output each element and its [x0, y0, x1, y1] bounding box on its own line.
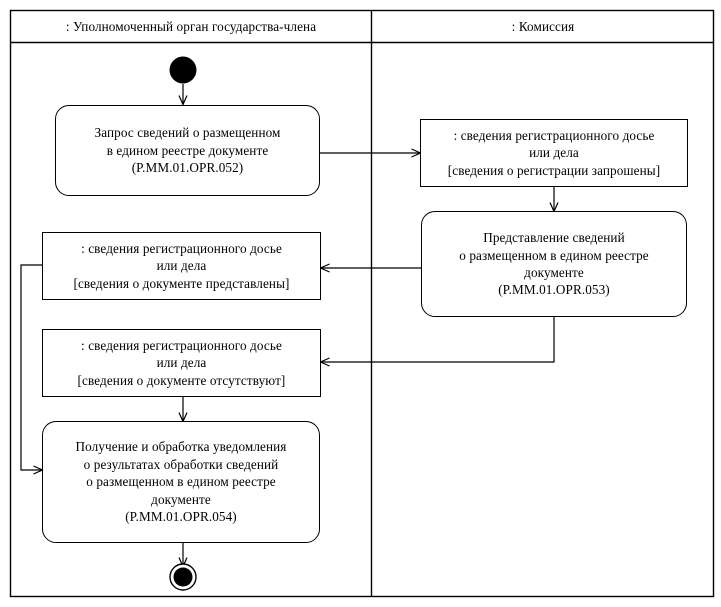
edge-provide-to-object-absent — [319, 316, 555, 367]
object-document-info-absent[interactable]: : сведения регистрационного досье или де… — [42, 329, 321, 397]
object-document-info-provided-label: : сведения регистрационного досье или де… — [73, 240, 290, 291]
lane-title-commission: : Комиссия — [372, 11, 714, 42]
object-document-info-provided[interactable]: : сведения регистрационного досье или де… — [42, 232, 321, 300]
initial-node — [169, 56, 197, 84]
final-node-core — [173, 567, 193, 587]
activity-provide-information-label: Представление сведений о размещенном в е… — [459, 230, 649, 298]
edge-object-provided-to-receive — [20, 264, 44, 475]
activity-provide-information[interactable]: Представление сведений о размещенном в е… — [421, 211, 687, 317]
activity-request-information[interactable]: Запрос сведений о размещенном в едином р… — [55, 105, 320, 196]
activity-receive-and-process-notification-label: Получение и обработка уведомления о резу… — [75, 439, 287, 525]
activity-request-information-label: Запрос сведений о размещенном в едином р… — [94, 125, 281, 176]
diagram-frame — [9, 9, 715, 598]
activity-receive-and-process-notification[interactable]: Получение и обработка уведомления о резу… — [42, 421, 320, 543]
lane-title-member-state-label: : Уполномоченный орган государства-члена — [65, 18, 317, 34]
lane-title-member-state: : Уполномоченный орган государства-члена — [11, 11, 371, 42]
lane-title-commission-label: : Комиссия — [511, 18, 575, 34]
object-registration-info-requested-label: : сведения регистрационного досье или де… — [447, 127, 661, 178]
object-registration-info-requested[interactable]: : сведения регистрационного досье или де… — [420, 119, 688, 187]
object-document-info-absent-label: : сведения регистрационного досье или де… — [77, 337, 286, 388]
